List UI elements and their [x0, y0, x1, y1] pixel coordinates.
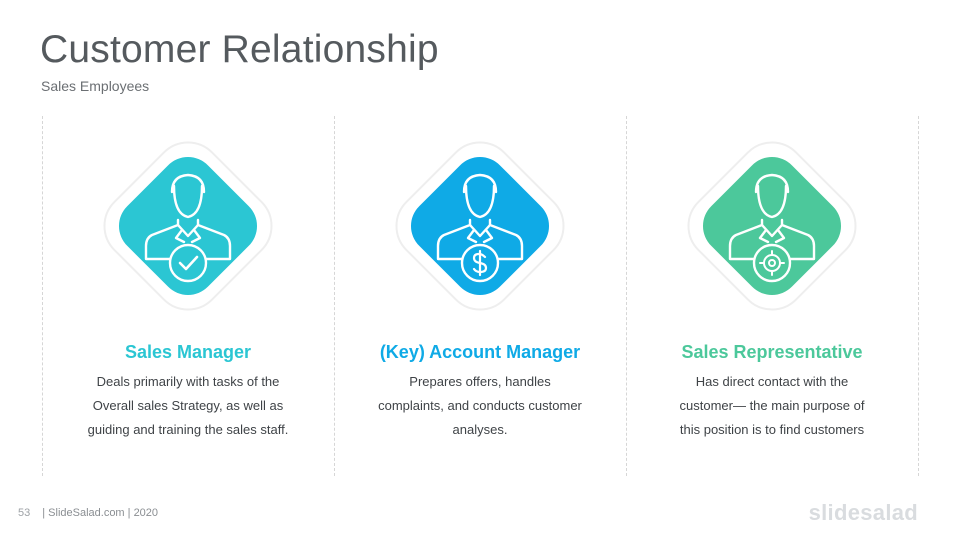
role-description: Deals primarily with tasks of the Overal… — [87, 374, 289, 437]
manager-target-icon — [670, 124, 874, 328]
manager-dollar-icon — [378, 124, 582, 328]
column-divider — [334, 116, 335, 476]
role-description: Has direct contact with the customer— th… — [679, 374, 865, 437]
column-divider — [626, 116, 627, 476]
role-title: (Key) Account Manager — [379, 342, 581, 362]
footer-text: | SlideSalad.com | 2020 — [42, 507, 159, 519]
role-card-sales-manager: Sales Manager Deals primarily with tasks… — [42, 116, 334, 476]
role-title: Sales Representative — [681, 342, 863, 362]
brand-logo: slidesalad — [808, 500, 918, 525]
page-number: 53 — [18, 507, 31, 519]
role-title: Sales Manager — [124, 342, 252, 362]
role-description: Prepares offers, handles complaints, and… — [378, 374, 582, 437]
role-card-sales-representative: Sales Representative Has direct contact … — [626, 116, 918, 476]
page-title: Customer Relationship — [40, 28, 439, 71]
page-subtitle: Sales Employees — [41, 78, 150, 94]
role-card-account-manager: (Key) Account Manager Prepares offers, h… — [334, 116, 626, 476]
footer: 53 | SlideSalad.com | 2020 — [18, 507, 158, 519]
column-divider — [42, 116, 43, 476]
manager-check-icon — [86, 124, 290, 328]
column-divider — [918, 116, 919, 476]
